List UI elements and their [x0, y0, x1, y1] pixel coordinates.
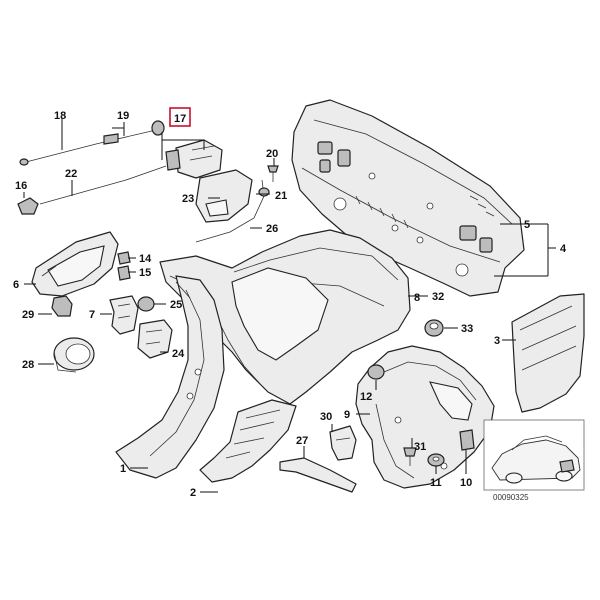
cable-18 [19, 129, 157, 166]
strip-27 [279, 457, 357, 493]
fuel-flap [31, 231, 119, 297]
bracket-30 [329, 425, 357, 461]
callout-11: 11 [430, 477, 442, 489]
callout-5: 5 [524, 219, 530, 231]
callout-10: 10 [460, 477, 472, 489]
callout-2: 2 [190, 487, 196, 499]
callout-26: 26 [266, 223, 278, 235]
screw-20 [267, 165, 279, 182]
clip-14 [117, 251, 131, 265]
callout-27: 27 [296, 435, 308, 447]
callout-30: 30 [320, 411, 332, 423]
callout-16: 16 [15, 180, 27, 192]
callout-12: 12 [360, 391, 372, 403]
callout-14: 14 [139, 253, 152, 265]
outer-panel [511, 293, 585, 413]
callout-32: 32 [432, 291, 444, 303]
callout-21: 21 [275, 190, 287, 202]
callout-6: 6 [13, 279, 19, 291]
rod-22 [39, 165, 167, 205]
grommet-25 [137, 296, 155, 312]
bracket-23 [195, 169, 253, 223]
side-panel [159, 229, 411, 405]
callout-22: 22 [65, 168, 77, 180]
plug-33 [424, 319, 444, 337]
callout-24: 24 [172, 348, 185, 360]
callout-7: 7 [89, 309, 95, 321]
wheel-housing [355, 345, 495, 489]
connector-21 [258, 187, 270, 197]
grommet-near-17 [151, 120, 165, 136]
car-inset: 00090325 [483, 419, 585, 502]
clip-10 [459, 429, 475, 451]
sealing-ring [53, 337, 95, 373]
callout-23: 23 [182, 193, 194, 205]
callout-8: 8 [414, 292, 420, 304]
rear-panel [291, 99, 525, 297]
plug-12 [367, 364, 385, 380]
callout-9: 9 [344, 409, 350, 421]
reference-code: 00090325 [493, 493, 529, 502]
part-19 [103, 133, 119, 145]
leader-lines [23, 118, 556, 493]
clip-15 [117, 265, 131, 281]
callout-25: 25 [170, 299, 182, 311]
callout-17: 17 [174, 113, 186, 125]
inner-pillar [115, 275, 225, 479]
callout-15: 15 [139, 267, 151, 279]
callout-4: 4 [560, 243, 567, 255]
sill-section [199, 399, 297, 483]
callout-3: 3 [494, 335, 500, 347]
highlight-box [169, 107, 191, 127]
nut-16 [17, 197, 39, 215]
clip-29 [51, 295, 73, 317]
callout-33: 33 [461, 323, 473, 335]
nut-11 [427, 453, 445, 467]
bracket-7 [109, 295, 139, 335]
callout-19: 19 [117, 110, 129, 122]
callout-18: 18 [54, 110, 66, 122]
callout-20: 20 [266, 148, 278, 160]
actuator-17 [165, 139, 223, 179]
callout-31: 31 [414, 441, 426, 453]
callout-28: 28 [22, 359, 34, 371]
callout-29: 29 [22, 309, 34, 321]
callouts: 18 19 17 20 16 22 21 23 26 6 14 15 25 7 … [13, 110, 567, 499]
callout-1: 1 [120, 463, 126, 475]
